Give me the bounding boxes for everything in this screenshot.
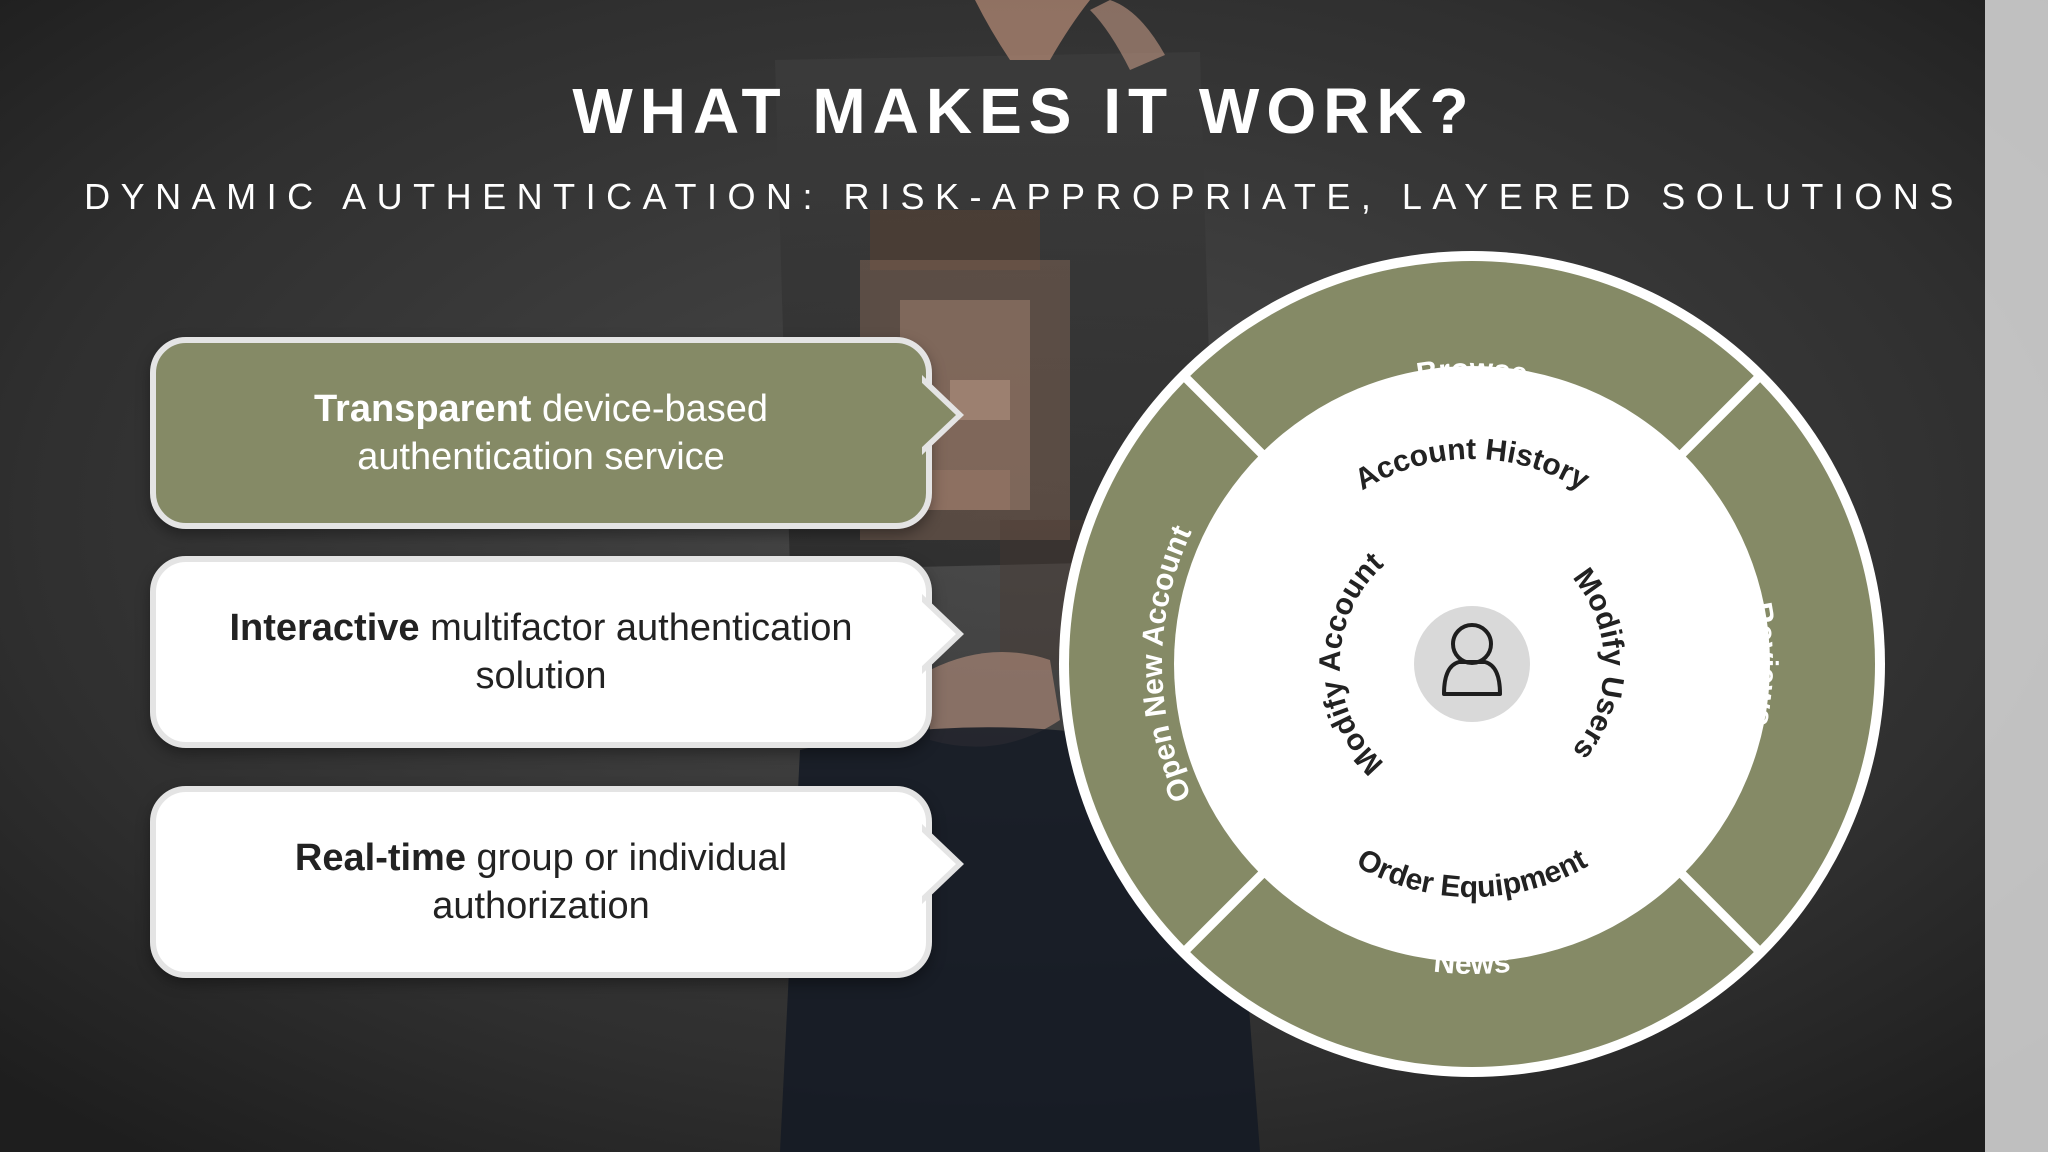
- bubble-keyword: Interactive: [229, 607, 420, 649]
- slide-title: WHAT MAKES IT WORK?: [572, 75, 1476, 147]
- user-icon: [1414, 606, 1530, 722]
- bubble-interactive-auth: Interactive multifactor authentication s…: [150, 556, 964, 748]
- slide-subtitle: DYNAMIC AUTHENTICATION: RISK-APPROPRIATE…: [84, 176, 1964, 217]
- bubble-description: multifactor authentication solution: [419, 607, 853, 697]
- bubble-tail-fill: [920, 830, 956, 898]
- bubble-keyword: Real-time: [294, 837, 466, 879]
- bubble-text: Real-time group or individual authorizat…: [206, 834, 876, 930]
- bubble-tail-fill: [920, 600, 956, 668]
- bubble-text: Transparent device-based authentication …: [206, 385, 876, 481]
- wheel-segment-dividers: [1181, 373, 1763, 955]
- bubble-keyword: Transparent: [313, 388, 532, 430]
- bubble-description: device-based authentication service: [357, 388, 769, 478]
- bubble-tail-fill: [920, 381, 956, 449]
- bubble-text: Interactive multifactor authentication s…: [206, 604, 876, 700]
- bubble-realtime-authorization: Real-time group or individual authorizat…: [150, 786, 964, 978]
- bubble-transparent-auth: Transparent device-based authentication …: [150, 337, 964, 529]
- outer-label-bottom: News: [1432, 946, 1512, 981]
- access-wheel-diagram: Browse Reviews News Open New Account Acc…: [1059, 251, 1885, 1077]
- bubble-description: group or individual authorization: [432, 837, 788, 927]
- outer-label-right: Reviews: [1744, 600, 1783, 728]
